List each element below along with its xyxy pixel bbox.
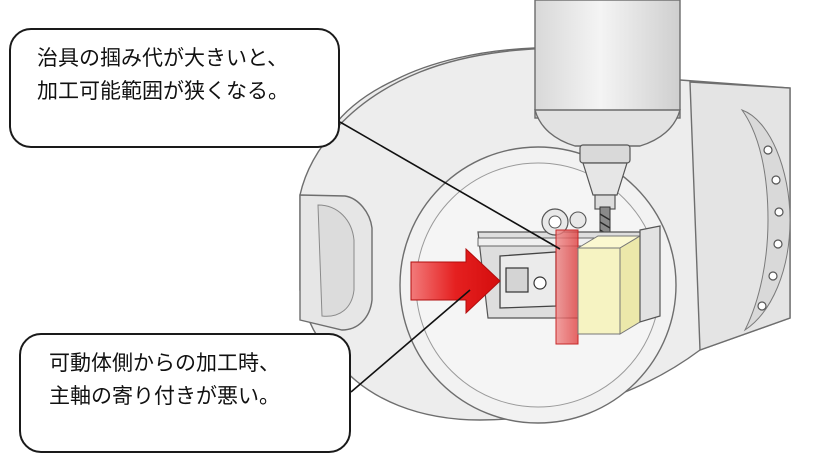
movable-jaw-screw bbox=[533, 276, 547, 290]
workpiece-front bbox=[577, 247, 621, 335]
tool-holder-cone bbox=[582, 162, 628, 196]
workpiece-side bbox=[619, 235, 641, 335]
top-callout-leader bbox=[339, 121, 561, 250]
spindle-column bbox=[534, 0, 681, 119]
callout-top-line2: 加工可能範囲が狭くなる。 bbox=[37, 79, 289, 103]
vise-knob-small bbox=[569, 211, 587, 229]
bolt-holes bbox=[757, 145, 784, 311]
clamping-margin-highlight bbox=[555, 229, 579, 345]
trunnion-left-lug-face bbox=[317, 204, 355, 317]
movable-jaw-screw-block bbox=[505, 267, 529, 293]
tool-holder-collar bbox=[579, 144, 631, 164]
callout-top-line1: 治具の掴み代が大きいと、 bbox=[37, 46, 289, 70]
arrow-right-icon bbox=[410, 247, 501, 315]
callout-bottom-line1: 可動体側からの加工時、 bbox=[49, 351, 280, 375]
callout-bottom-line2: 主軸の寄り付きが悪い。 bbox=[49, 384, 280, 408]
callout-spindle-approach: 可動体側からの加工時、 主軸の寄り付きが悪い。 bbox=[19, 333, 351, 453]
bottom-callout-leader bbox=[350, 289, 471, 393]
vise-knob-hub bbox=[548, 215, 562, 229]
fixed-jaw bbox=[639, 225, 661, 323]
callout-jig-clamping-margin: 治具の掴み代が大きいと、 加工可能範囲が狭くなる。 bbox=[9, 28, 340, 148]
trunnion-right-face bbox=[740, 108, 791, 332]
spindle-nose bbox=[534, 109, 681, 147]
